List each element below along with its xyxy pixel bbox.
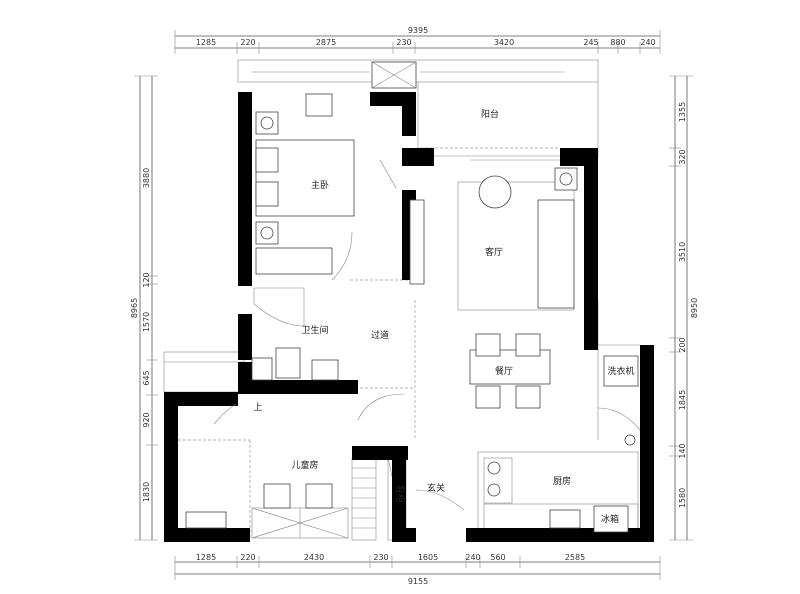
bottom-dim-4: 230 — [373, 553, 388, 562]
bottom-dim-2: 220 — [240, 553, 255, 562]
dining-chair-icon — [475, 333, 501, 357]
toilet-icon — [275, 347, 301, 379]
right-dim-6: 140 — [678, 443, 687, 458]
room-label-shoe-cabinet: 鞋柜 — [394, 485, 406, 503]
bottom-dim-3: 2430 — [304, 553, 324, 562]
bottom-dim-1: 1285 — [196, 553, 216, 562]
room-label-laundry: 洗衣机 — [607, 365, 634, 377]
room-label-dining-room: 餐厅 — [495, 365, 513, 377]
left-dim-6: 1830 — [142, 482, 151, 502]
right-total-dim: 8950 — [690, 298, 699, 318]
left-dim-5: 920 — [142, 412, 151, 427]
dining-chair-icon — [515, 385, 541, 409]
bottom-dimension-group: 1285 220 2430 230 1605 240 560 2585 9155 — [174, 553, 661, 586]
top-dim-2: 220 — [240, 38, 255, 47]
walls — [164, 92, 654, 542]
furniture — [185, 61, 639, 533]
room-labels: 主卧 阳台 客厅 卫生间 过道 餐厅 洗衣机 儿童房 玄关 厨房 冰箱 鞋柜 上 — [253, 108, 634, 525]
stair-up-mark: 上 — [253, 402, 262, 413]
room-label-kitchen: 厨房 — [553, 475, 571, 487]
right-dim-1: 1355 — [678, 102, 687, 122]
right-dim-5: 1845 — [678, 390, 687, 410]
room-label-fridge: 冰箱 — [601, 513, 619, 525]
right-dim-3: 3510 — [678, 242, 687, 262]
bed-icon — [185, 511, 227, 529]
top-dimension-group: 9395 1285 220 2875 230 3420 245 880 240 — [174, 26, 661, 54]
armchair-icon — [478, 175, 512, 209]
room-label-balcony: 阳台 — [481, 108, 499, 120]
room-label-master-bedroom: 主卧 — [311, 179, 329, 191]
kitchen-sink — [549, 509, 581, 529]
left-dim-2: 120 — [142, 272, 151, 287]
left-dim-4: 645 — [142, 370, 151, 385]
top-dim-7: 880 — [610, 38, 625, 47]
dining-chair-icon — [515, 333, 541, 357]
right-dim-4: 200 — [678, 337, 687, 352]
top-total-dim: 9395 — [408, 26, 428, 35]
left-dimension-group: 8965 3880 120 1570 645 920 1830 — [130, 75, 158, 541]
right-dim-2: 320 — [678, 149, 687, 164]
right-dimension-group: 1355 320 3510 200 1845 140 1580 8950 — [669, 75, 699, 541]
room-label-hallway: 过道 — [371, 329, 389, 341]
top-dim-6: 245 — [583, 38, 598, 47]
wardrobe — [255, 247, 333, 275]
bottom-dim-6: 240 — [465, 553, 480, 562]
chair-icon — [305, 93, 333, 117]
top-dim-4: 230 — [396, 38, 411, 47]
bottom-dim-8: 2585 — [565, 553, 585, 562]
bottom-dim-7: 560 — [490, 553, 505, 562]
basin-icon — [311, 359, 339, 381]
bottom-dim-5: 1605 — [418, 553, 438, 562]
top-dim-3: 2875 — [316, 38, 336, 47]
washing-machine — [603, 355, 639, 387]
dining-chair-icon — [475, 385, 501, 409]
room-label-living-room: 客厅 — [485, 246, 503, 258]
room-label-kids-room: 儿童房 — [291, 459, 318, 471]
room-label-entrance: 玄关 — [427, 482, 445, 494]
left-dim-1: 3880 — [142, 168, 151, 188]
doors — [213, 159, 641, 511]
bottom-total-dim: 9155 — [408, 577, 428, 586]
top-dim-8: 240 — [640, 38, 655, 47]
right-dim-7: 1580 — [678, 488, 687, 508]
room-label-bathroom: 卫生间 — [301, 324, 328, 336]
chair-icon — [305, 483, 333, 509]
sink-icon — [251, 357, 273, 381]
left-dim-3: 1570 — [142, 312, 151, 332]
top-dim-1: 1285 — [196, 38, 216, 47]
sofa — [537, 199, 575, 309]
chair-icon — [263, 483, 291, 509]
fridge-box — [593, 505, 629, 533]
left-total-dim: 8965 — [130, 298, 139, 318]
top-dim-5: 3420 — [494, 38, 514, 47]
